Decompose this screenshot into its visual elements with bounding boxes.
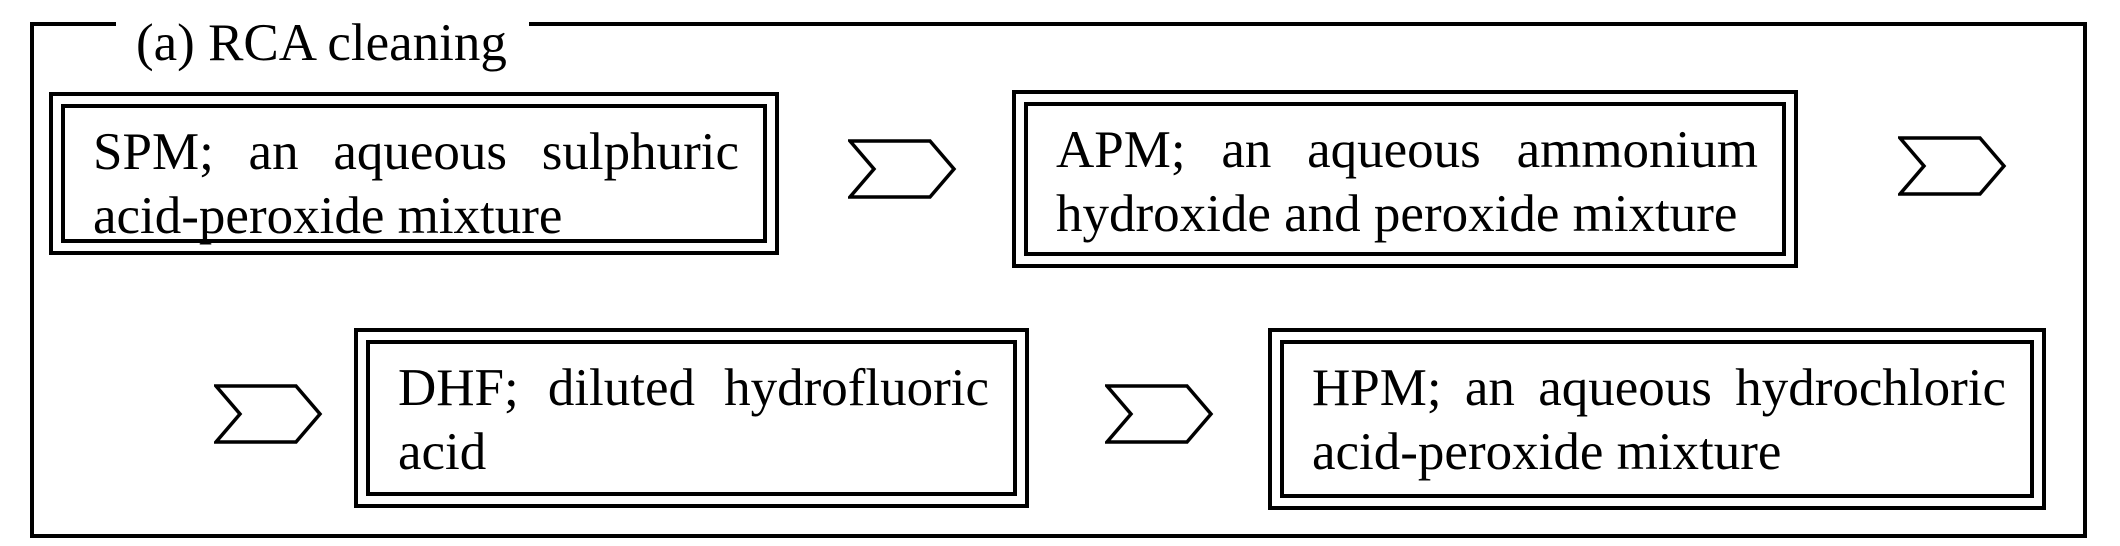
frame-title: (a) RCA cleaning [116,14,529,72]
rca-cleaning-frame: (a) RCA cleaning [30,14,2087,538]
step-box-hpm: HPM; an aqueous hydrochloric acid-peroxi… [1268,328,2046,510]
step-label-dhf: DHF; diluted hydrofluoric acid [366,340,1017,496]
chevron-arrow-icon [848,139,958,199]
chevron-arrow-icon [214,384,324,444]
step-label-hpm: HPM; an aqueous hydrochloric acid-peroxi… [1280,340,2034,498]
chevron-arrow-icon [1105,384,1215,444]
step-box-dhf: DHF; diluted hydrofluoric acid [354,328,1029,508]
step-box-spm: SPM; an aqueous sulphuric acid-peroxide … [49,92,779,255]
chevron-arrow-icon [1898,136,2008,196]
step-label-spm: SPM; an aqueous sulphuric acid-peroxide … [61,104,767,245]
step-label-apm: APM; an aqueous ammonium hydroxide and p… [1024,102,1786,256]
step-box-apm: APM; an aqueous ammonium hydroxide and p… [1012,90,1798,268]
